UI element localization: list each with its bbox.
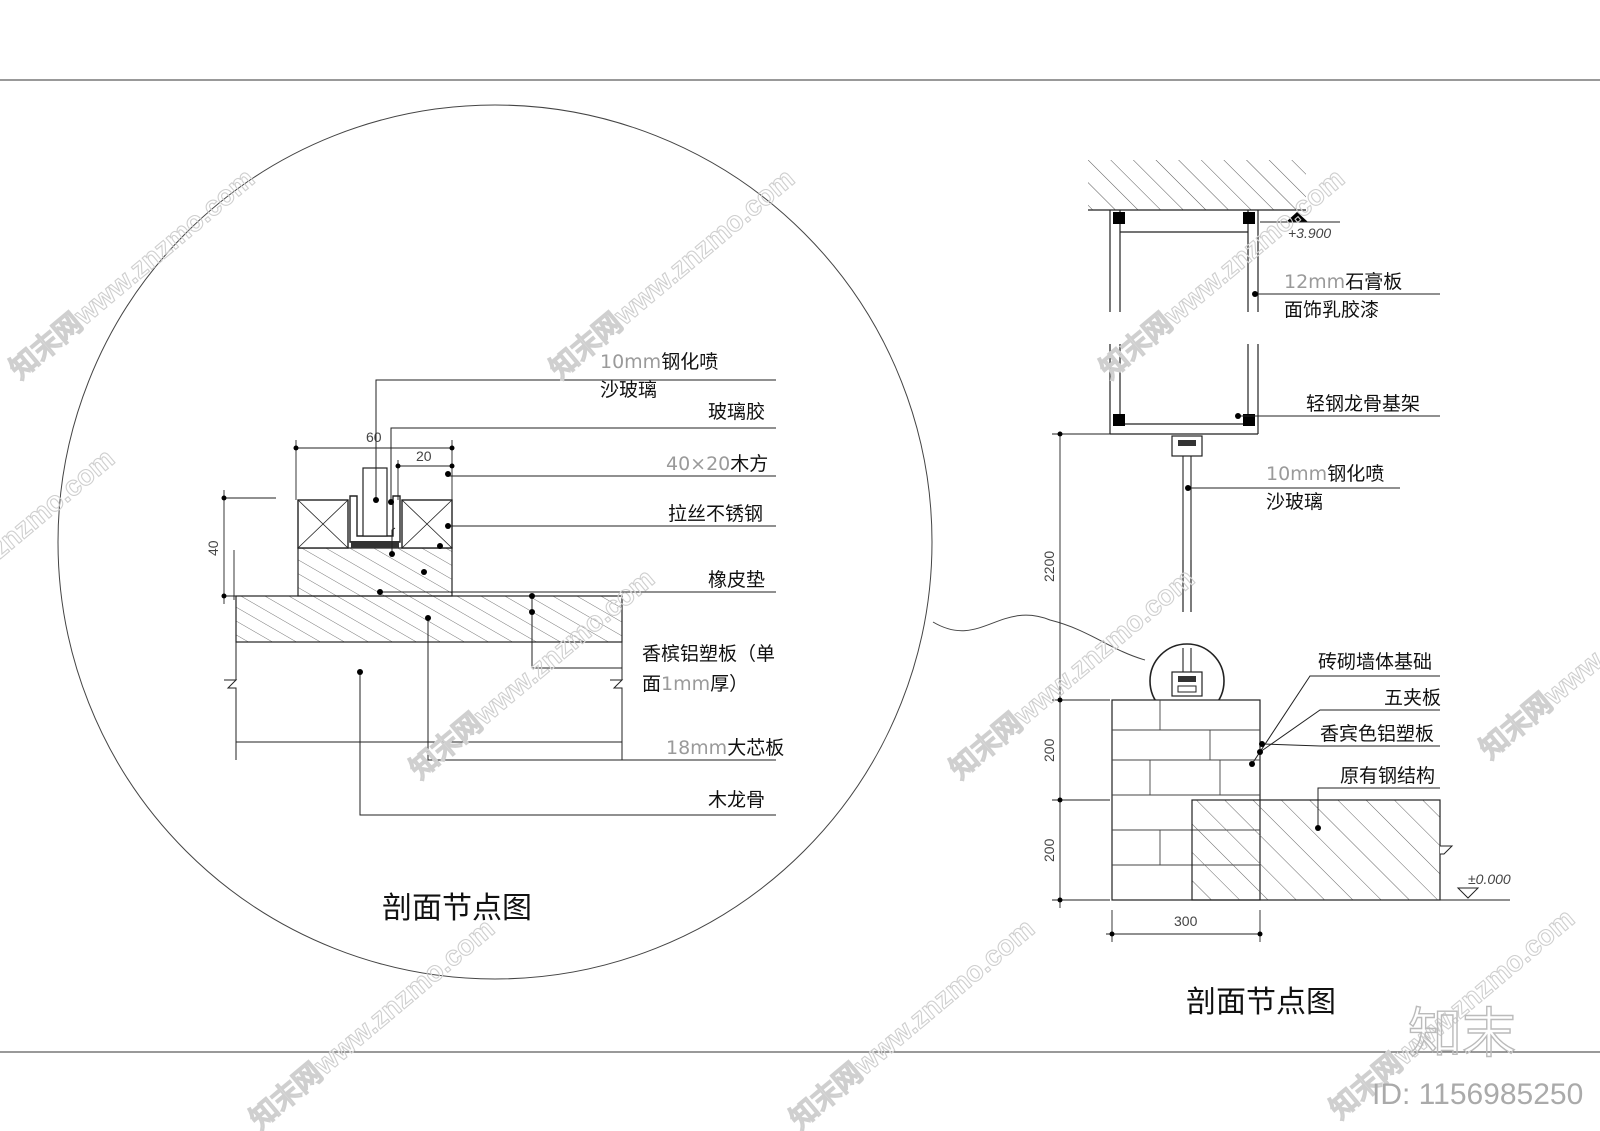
- watermark-text: 知末网www.znzmo.com: [243, 912, 500, 1131]
- elevation-marker-top: [1286, 212, 1308, 222]
- label-panel-1: 香槟铝塑板（单: [642, 643, 775, 665]
- label-keel: 木龙骨: [708, 789, 765, 811]
- left-leaders: [359, 379, 776, 816]
- label-panel-2: 面1mm厚）: [642, 673, 748, 695]
- dim-20: 20: [416, 448, 432, 464]
- label-glass-right: 10mm钢化喷: [1266, 463, 1384, 485]
- left-title: 剖面节点图: [382, 891, 532, 926]
- wood-keel-lines: [224, 642, 624, 760]
- watermark-text: 知末网www.znzmo.com: [0, 442, 120, 665]
- left-detail: 60 20 40 10mm钢化喷 沙玻璃 玻璃胶 40×20木方: [57, 104, 1146, 980]
- right-dim-ticks: [1057, 431, 1263, 937]
- label-panel-right: 香宾色铝塑板: [1320, 723, 1434, 745]
- label-glue: 玻璃胶: [708, 401, 765, 423]
- watermark-text: 知末网www.znzmo.com: [3, 162, 260, 385]
- elevation-bottom: ±0.000: [1468, 871, 1511, 887]
- dim-2200: 2200: [1041, 551, 1057, 582]
- dim-60: 60: [366, 429, 382, 445]
- frame-corners: [1113, 212, 1255, 426]
- label-steel: 原有钢结构: [1340, 765, 1435, 787]
- detail-circle: [57, 104, 933, 980]
- frame-lines: [0, 79, 1600, 1053]
- right-title: 剖面节点图: [1186, 985, 1336, 1020]
- label-core-board: 18mm大芯板: [666, 737, 784, 759]
- label-brick: 砖砌墙体基础: [1318, 651, 1432, 673]
- ceiling-slab: [1088, 160, 1306, 210]
- label-glass-right-2: 沙玻璃: [1266, 491, 1323, 513]
- dim-200-upper: 200: [1041, 738, 1057, 762]
- detail-leader-curve: [932, 614, 1146, 661]
- watermark-text: 知末网www.znzmo.com: [783, 912, 1040, 1131]
- label-gypsum: 12mm石膏板: [1284, 270, 1402, 293]
- wood-block: [297, 547, 453, 597]
- elevation-marker-bottom: [1456, 887, 1480, 899]
- label-frame: 轻钢龙骨基架: [1306, 393, 1420, 415]
- image-id: ID: 1156985250: [1372, 1078, 1583, 1111]
- elevation-top: +3.900: [1288, 225, 1331, 241]
- label-finish: 面饰乳胶漆: [1284, 299, 1379, 321]
- bulkhead-frame: [1109, 210, 1259, 435]
- right-leaders: [1188, 293, 1440, 828]
- left-dimensions: [223, 440, 453, 604]
- steel-structure: [1191, 799, 1441, 901]
- label-plywood: 五夹板: [1384, 687, 1441, 709]
- dim-ticks: [221, 445, 455, 599]
- label-glass-left-2: 沙玻璃: [600, 379, 657, 401]
- watermark-text: 知末网www.znzmo.com: [1473, 542, 1600, 765]
- label-rubber: 橡皮垫: [708, 569, 765, 591]
- label-stainless: 拉丝不锈钢: [668, 503, 763, 525]
- right-dimensions: [1052, 433, 1261, 942]
- label-wood-batten: 40×20木方: [666, 453, 768, 475]
- rubber-pad: [351, 541, 399, 548]
- leader-dots: [357, 471, 535, 675]
- right-leader-dots: [1185, 291, 1321, 831]
- label-glass-left: 10mm钢化喷: [600, 351, 718, 373]
- dim-200-lower: 200: [1041, 838, 1057, 862]
- dim-40: 40: [205, 540, 221, 556]
- right-detail: +3.900: [1041, 160, 1511, 1020]
- brand-logo: 知末: [1408, 1002, 1516, 1065]
- dim-300: 300: [1174, 913, 1198, 929]
